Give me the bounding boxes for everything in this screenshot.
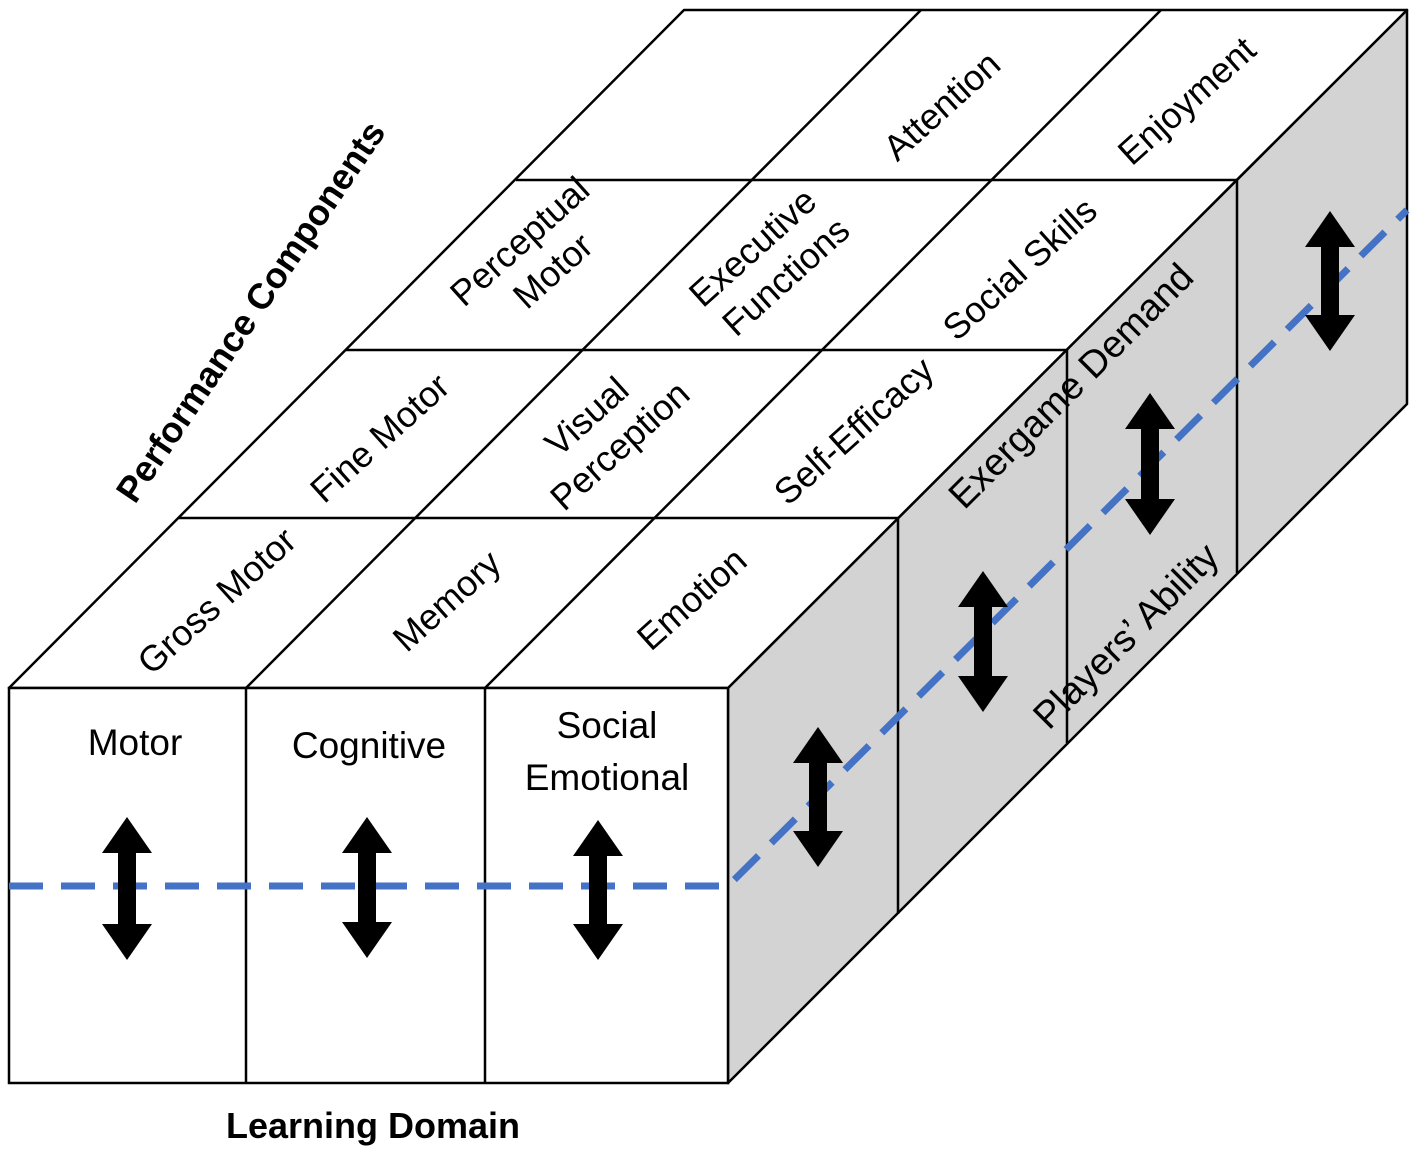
double-headed-arrow-icon (1125, 393, 1175, 535)
double-headed-arrow-icon (342, 817, 392, 958)
front-label-cognitive: Cognitive (292, 725, 446, 766)
double-headed-arrow-icon (793, 727, 843, 867)
front-label-motor: Motor (88, 722, 183, 763)
double-arrow-group (102, 211, 1355, 960)
ability-demand-dashed-line (9, 207, 1410, 890)
double-headed-arrow-icon (102, 817, 152, 960)
double-headed-arrow-icon (1305, 211, 1355, 351)
learning-domain-title: Learning Domain (226, 1105, 520, 1146)
double-headed-arrow-icon (958, 571, 1008, 712)
double-headed-arrow-icon (573, 820, 623, 960)
